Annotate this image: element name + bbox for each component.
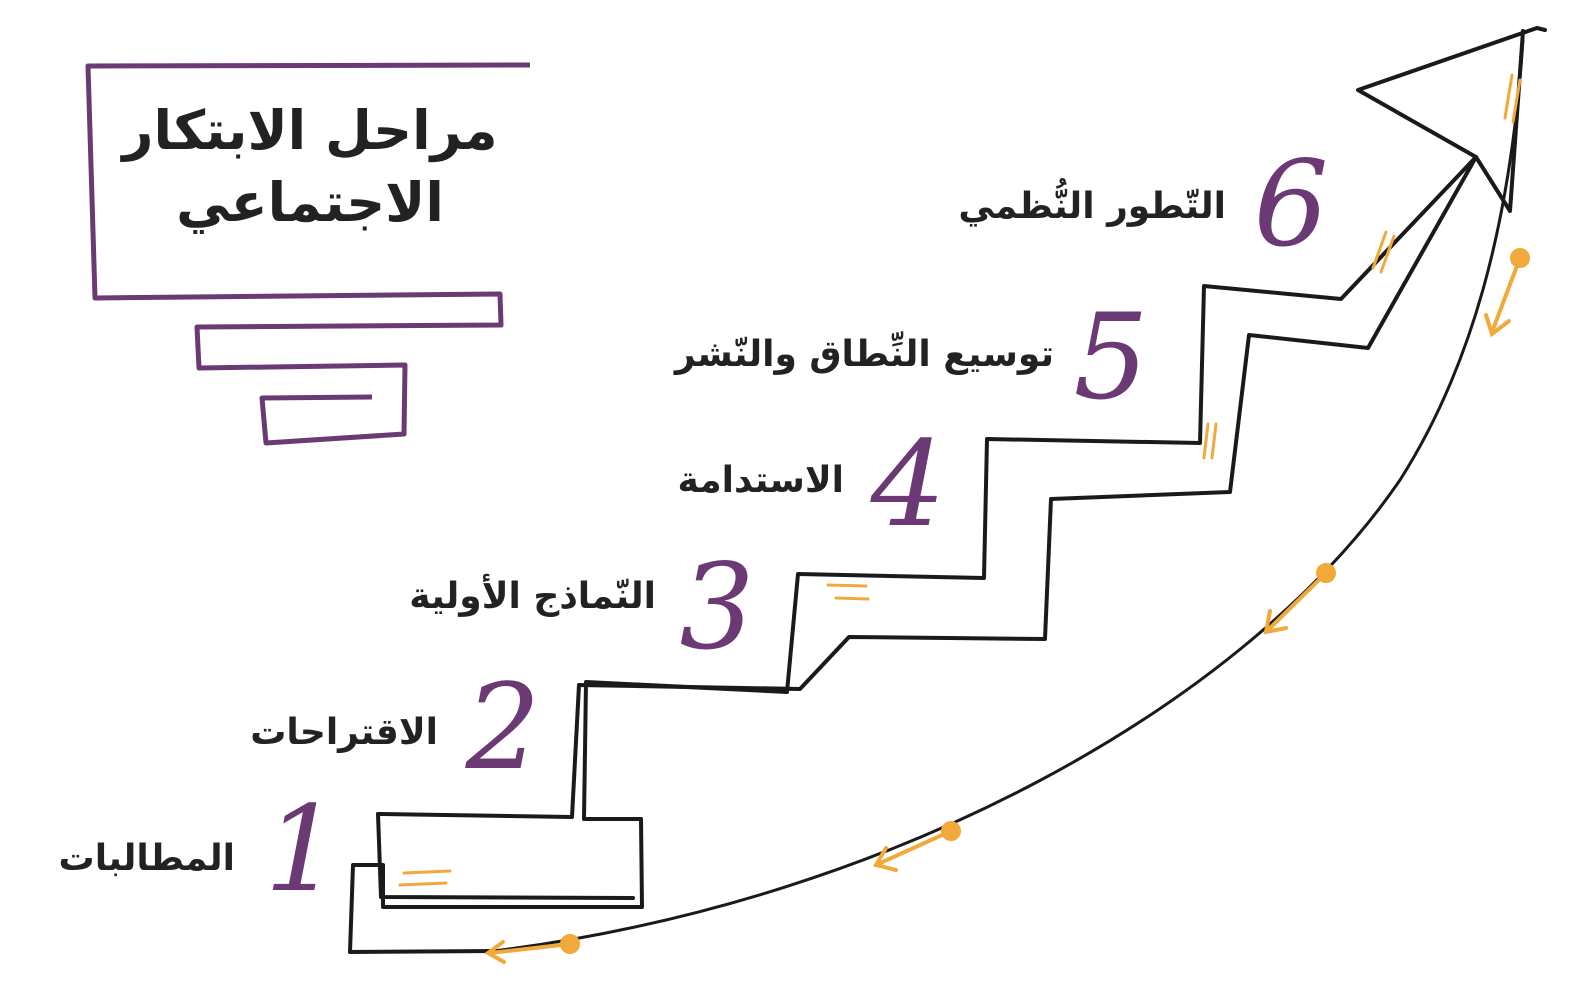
step-number-5: 5 bbox=[1073, 288, 1149, 426]
hatch-mark-icon bbox=[1503, 73, 1522, 124]
hatch-mark-icon bbox=[826, 583, 870, 601]
title-frame-box bbox=[85, 62, 531, 446]
hatch-marks bbox=[398, 73, 1522, 887]
progress-arrows bbox=[484, 248, 1530, 964]
hatch-mark-icon bbox=[1202, 422, 1218, 460]
staircase-arrow bbox=[348, 26, 1547, 954]
progress-curve bbox=[493, 39, 1525, 953]
step-label-2: الاقتراحات bbox=[250, 712, 438, 753]
step-number-3: 3 bbox=[679, 538, 755, 676]
orange-arrow-icon bbox=[872, 821, 961, 872]
step-number-2: 2 bbox=[465, 658, 541, 796]
hatch-mark-icon bbox=[1371, 230, 1396, 274]
staircase-outer bbox=[348, 29, 1525, 954]
step-label-1: المطالبات bbox=[58, 838, 235, 879]
staircase-inner bbox=[376, 26, 1547, 819]
step-number-6: 6 bbox=[1253, 135, 1329, 273]
step-label-4: الاستدامة bbox=[677, 460, 845, 501]
orange-arrow-icon bbox=[484, 934, 580, 964]
title-line-1: مراحل الابتكار bbox=[122, 99, 498, 162]
step-number-4: 4 bbox=[870, 415, 946, 553]
step-number-1: 1 bbox=[264, 780, 340, 918]
orange-arrow-icon bbox=[1484, 248, 1530, 338]
step-label-5: توسيع النِّطاق والنّشر bbox=[674, 334, 1054, 375]
staircase-base bbox=[348, 949, 499, 954]
diagram-title: مراحل الابتكار الاجتماعي bbox=[110, 95, 510, 239]
progress-curve-line bbox=[493, 39, 1525, 953]
title-frame bbox=[85, 62, 531, 446]
staircase-floor bbox=[376, 812, 635, 900]
orange-arrow-icon bbox=[1263, 563, 1336, 635]
title-line-2: الاجتماعي bbox=[176, 171, 444, 234]
hatch-mark-icon bbox=[398, 869, 452, 887]
step-label-6: التّطور النُّظمي bbox=[958, 186, 1226, 227]
step-label-3: النّماذج الأولية bbox=[409, 576, 656, 617]
